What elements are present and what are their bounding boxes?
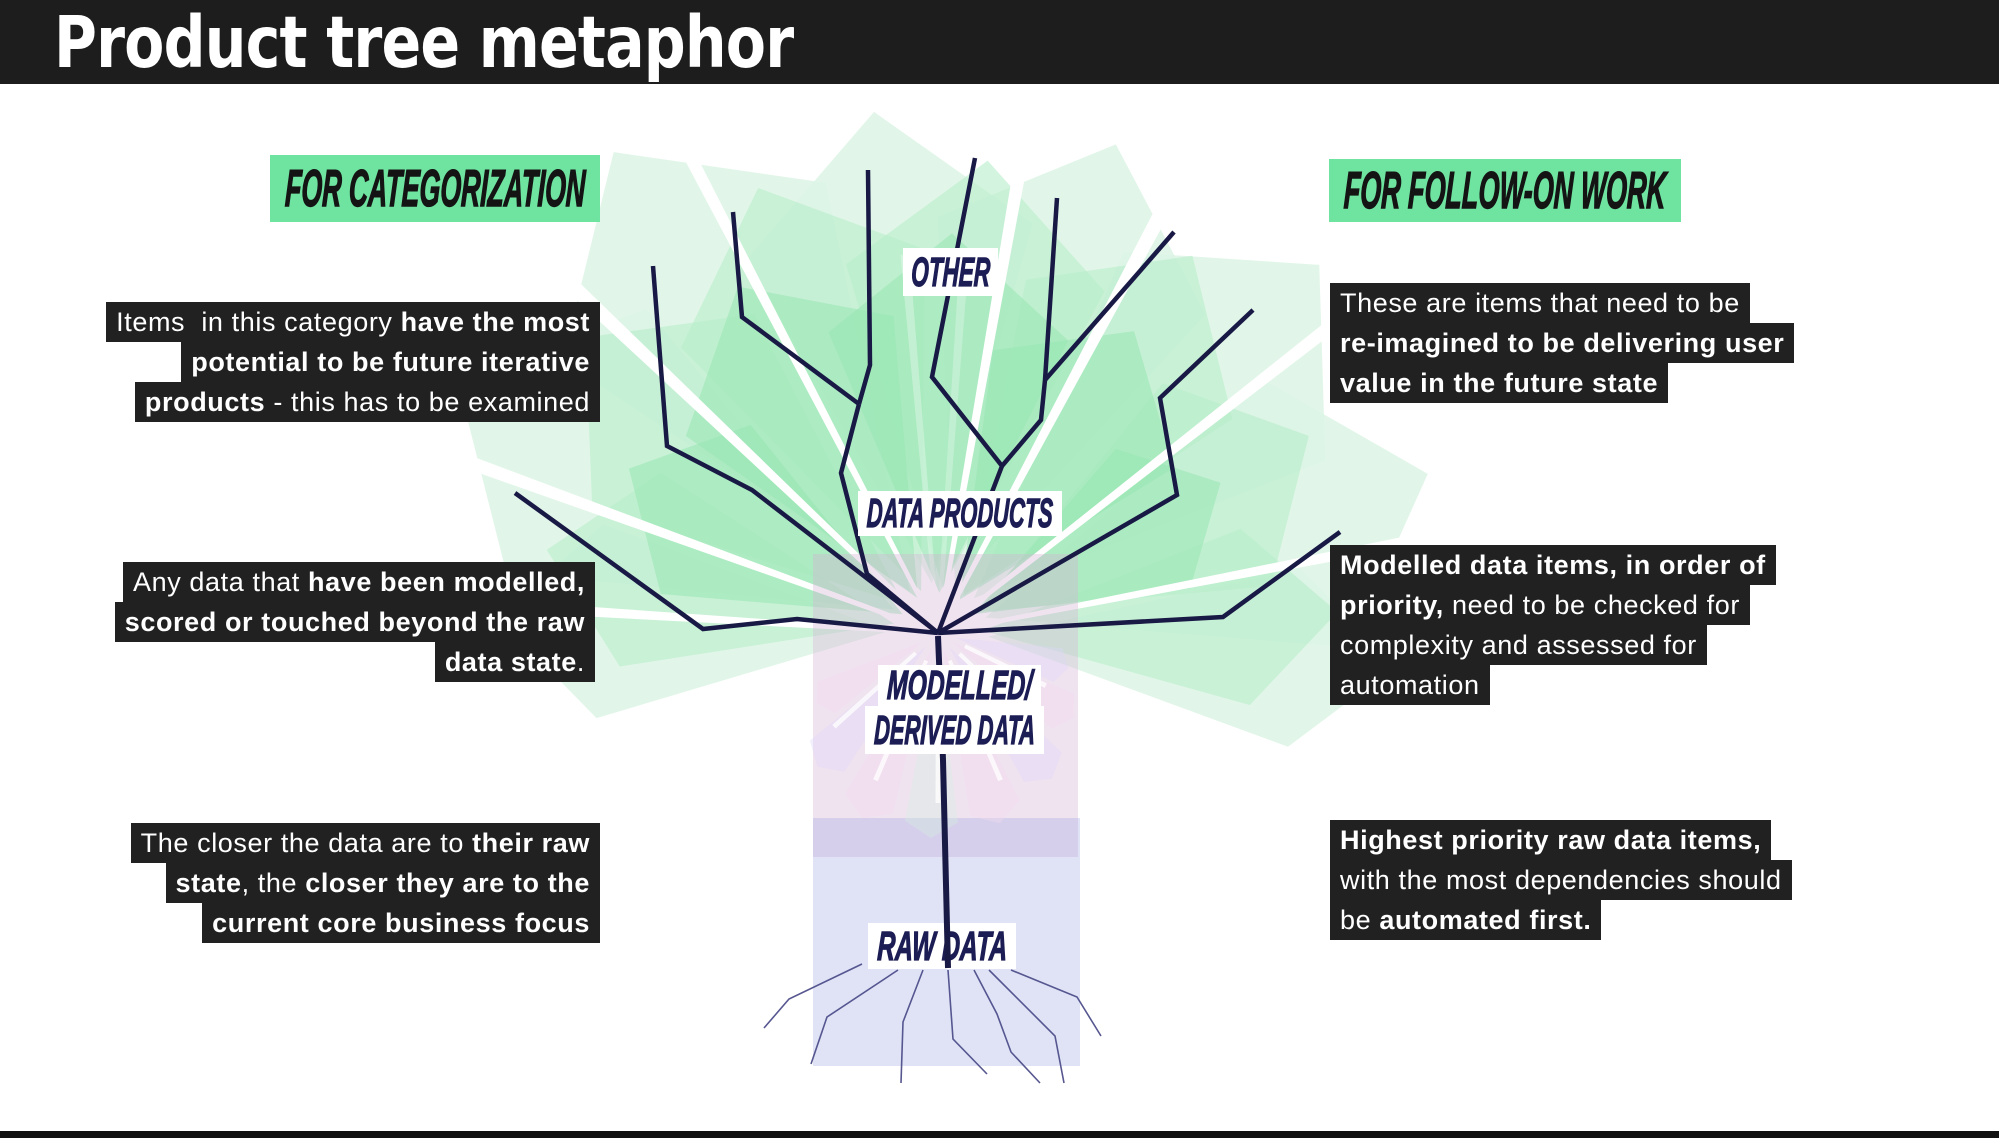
title-bar: Product tree metaphor [0,0,1999,84]
text-segment: need to be checked for [1443,590,1740,620]
root-line [947,969,988,1075]
label-derived-data-text: DERIVED DATA [873,706,1037,753]
text-line: state, the closer they are to the [165,863,600,903]
label-derived-data: DERIVED DATA [865,706,1044,754]
text-segment-bold: have the most [400,307,590,337]
text-segment-bold: value in the future state [1340,368,1659,398]
gap-ray [900,254,938,604]
text-line: Modelled data items, in order of [1330,545,1776,585]
label-raw-data-text: RAW DATA [876,922,1009,969]
text-segment-bold: data state [444,647,577,677]
text-line: potential to be future iterative [181,342,600,382]
text-segment: , the [241,868,306,898]
label-other-text: OTHER [910,248,992,295]
page-title: Product tree metaphor [54,1,794,84]
note-followon-raw: Highest priority raw data items, with the… [1330,820,1792,940]
text-segment-bold: their raw [472,828,590,858]
branch-line [1043,230,1176,382]
label-modelled: MODELLED/ [878,662,1041,709]
bottom-bar [0,1131,1999,1138]
text-segment: with the most dependencies should [1340,865,1782,895]
gap-ray [938,273,968,604]
foliage-wedge [963,255,1233,596]
text-segment-bold: Highest priority raw data items, [1340,825,1762,855]
heading-for-categorization: FOR CATEGORIZATION [270,155,600,222]
root-line [810,969,899,1065]
text-line: Highest priority raw data items, [1330,820,1772,860]
gap-ray [960,298,1364,617]
foliage-wedge [973,251,1326,599]
text-segment-bold: potential to be future iterative [191,347,590,377]
text-line: scored or touched beyond the raw [114,602,595,642]
text-segment: The closer the data are to [140,828,473,858]
heading-for-follow-on-work-text: FOR FOLLOW-ON WORK [1342,161,1668,220]
text-segment: complexity and assessed for [1340,630,1697,660]
branch-line [650,265,940,635]
text-segment-bold: Modelled data items, in order of [1340,550,1766,580]
label-raw-data: RAW DATA [868,922,1016,969]
heading-for-follow-on-work: FOR FOLLOW-ON WORK [1329,159,1681,222]
text-segment-bold: re-imagined to be delivering user [1340,328,1785,358]
text-segment: - this has to be examined [265,387,590,417]
gap-ray [950,161,1194,608]
branch-line [856,169,873,405]
text-segment-bold: scored or touched beyond the raw [124,607,585,637]
text-line: Any data that have been modelled, [123,562,595,602]
text-line: value in the future state [1330,363,1669,403]
foliage-wedge [546,473,894,667]
root-line [1010,969,1102,1037]
text-segment: . [576,647,585,677]
text-segment-bold: priority, [1340,590,1444,620]
text-line: priority, need to be checked for [1330,585,1750,625]
branch-line [929,157,1004,468]
root-line [900,969,924,1084]
text-line: data state. [434,642,595,682]
gap-ray [526,241,918,614]
branch-line [730,211,861,406]
foliage-wedge [585,314,904,605]
text-line: with the most dependencies should [1330,860,1792,900]
heading-for-categorization-text: FOR CATEGORIZATION [283,159,587,218]
label-data-products: DATA PRODUCTS [858,490,1062,537]
text-line: complexity and assessed for [1330,625,1707,665]
root-line [988,969,1065,1084]
text-line: Items in this category have the most [106,302,600,342]
note-categorization-modelled: Any data that have been modelled, scored … [114,562,595,682]
foliage-wedge [685,286,918,599]
text-line: products - this has to be examined [134,382,600,422]
text-segment: Any data that [133,567,309,597]
text-line: automation [1330,665,1490,705]
label-other: OTHER [903,248,998,296]
branch-line [937,530,1342,636]
root-line [763,963,863,1029]
text-line: These are items that need to be [1330,283,1750,323]
branch-line [1000,197,1060,468]
text-segment-bold: closer they are to the [305,868,590,898]
note-categorization-other: Items in this category have the most pote… [106,302,600,422]
text-segment-bold: products [144,387,266,417]
note-followon-other: These are items that need to be re-imagin… [1330,283,1795,403]
text-segment-bold: state [175,868,242,898]
root-line [973,969,1041,1084]
text-line: current core business focus [202,903,600,943]
text-segment: automation [1340,670,1480,700]
note-followon-modelled: Modelled data items, in order of priority… [1330,545,1776,705]
text-segment: Items in this category [116,307,401,337]
text-segment: be [1340,905,1380,935]
label-data-products-text: DATA PRODUCTS [866,490,1055,537]
text-segment-bold: current core business focus [212,908,590,938]
foliage-wedge [959,331,1174,600]
text-segment-bold: have been modelled, [308,567,585,597]
text-segment-bold: automated first. [1379,905,1592,935]
branch-line [936,308,1255,635]
text-line: re-imagined to be delivering user [1330,323,1795,363]
text-segment: These are items that need to be [1340,288,1740,318]
label-modelled-text: MODELLED/ [886,662,1034,709]
text-line: The closer the data are to their raw [130,823,600,863]
text-line: be automated first. [1330,900,1602,940]
